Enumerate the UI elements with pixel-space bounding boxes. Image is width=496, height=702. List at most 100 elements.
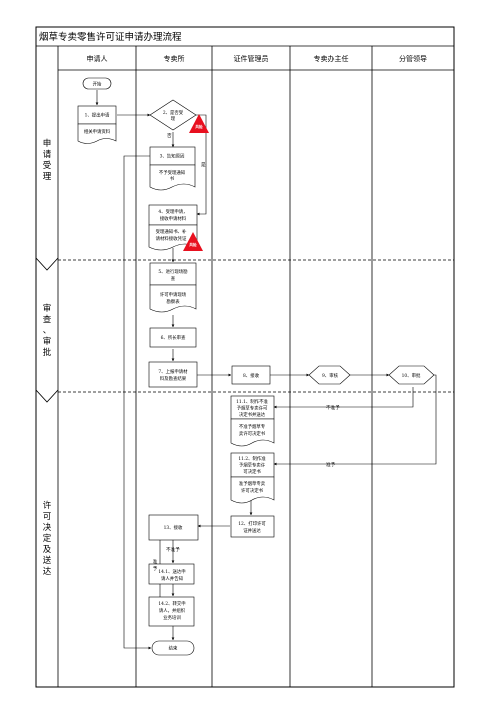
edge-n3-end <box>123 155 152 650</box>
phase-char: 达 <box>43 566 52 577</box>
d3-label-2: 书 <box>170 175 175 182</box>
phase-char: 送 <box>43 555 52 566</box>
edge-label-yes: 是 <box>201 162 206 168</box>
column-header-applicant: 申请人 <box>87 54 108 63</box>
n14b-label-2: 请人，并组织 <box>159 607 186 614</box>
edge-n10-n11a <box>273 387 414 409</box>
n11b-label-2: 予烟草专卖许 <box>239 462 266 469</box>
phase-char: 、 <box>43 326 52 336</box>
risk-flag-icon <box>183 232 203 251</box>
n7-label-2: 料及勘查结果 <box>160 375 187 382</box>
n14b-label-1: 14.2、转交申 <box>158 600 185 607</box>
nodes <box>77 77 435 656</box>
column-headers: 申请人 专卖所 证件管理员 专卖办主任 分管领导 <box>87 54 428 63</box>
n1-label: 1、提出申请 <box>85 112 110 119</box>
edge-label-not-granted: 不准予 <box>166 546 180 553</box>
node-director-review <box>149 327 197 348</box>
d4-label-2: 请材料接收凭证 <box>156 235 187 242</box>
n4-label-2: 接收申请材料 <box>160 215 187 222</box>
page-title: 烟草专卖零售许可证申请办理流程 <box>39 31 182 43</box>
node-receive-license <box>148 514 199 541</box>
start-terminator <box>82 77 112 90</box>
d3-label-1: 不予受理通知 <box>159 169 185 176</box>
column-header-leader: 分管领导 <box>399 54 427 63</box>
n5-label-1: 5、进行现场勘 <box>158 268 188 275</box>
d11a-label-1: 不准予烟草专 <box>239 423 266 430</box>
n12-label-1: 12、打印许可 <box>238 520 266 527</box>
edge-label-approved: 准予 <box>326 461 336 468</box>
phase-application: 申 请 受 理 <box>43 138 52 182</box>
edge-n2-n4-yes <box>196 114 207 216</box>
phase-char: 定 <box>43 533 52 544</box>
doc-refusal-decision <box>230 418 275 447</box>
n11a-label-1: 11.1、制作不准 <box>236 398 268 405</box>
n14b-label-3: 业务培训 <box>163 614 181 621</box>
risk-flag-label: 风险 <box>189 242 197 247</box>
phase-char: 请 <box>43 149 52 160</box>
d5-label-2: 勘察表 <box>166 298 180 305</box>
phase-review: 审 查 、 审 批 <box>43 303 52 358</box>
phase-labels: 申 请 受 理 审 查 、 审 批 许 可 决 定 及 送 达 <box>43 138 52 577</box>
n11a-label-3: 决定书并送达 <box>239 411 266 418</box>
end-label: 结束 <box>169 645 178 652</box>
phase-char: 可 <box>43 512 52 522</box>
n2-label-1: 2、是否受 <box>163 109 184 116</box>
node-transfer-training <box>148 596 195 627</box>
n6-label: 6、所长审查 <box>161 334 186 341</box>
phase-decision: 许 可 决 定 及 送 达 <box>43 500 52 577</box>
doc-inspection-form <box>149 284 197 313</box>
phase-char: 受 <box>43 160 52 171</box>
n12-label-2: 证并送达 <box>243 527 261 534</box>
doc-application-materials <box>77 123 117 144</box>
phase-char: 许 <box>43 500 52 511</box>
n11b-label-3: 可决定书 <box>243 468 261 475</box>
phase-char: 审 <box>43 303 52 314</box>
node-submit-results <box>148 361 198 388</box>
n13-label: 13、接收 <box>164 524 183 531</box>
d11b-label-1: 准予烟草专卖 <box>239 480 266 487</box>
edge-label-not-approved: 不准予 <box>326 404 340 411</box>
start-label: 开始 <box>93 81 102 88</box>
edge-label-granted-2: 予 <box>153 565 158 572</box>
n14a-label-1: 14.1、送达申 <box>158 568 185 575</box>
column-header-license-admin: 证件管理员 <box>234 54 269 63</box>
phase-char: 审 <box>43 336 52 347</box>
n2-label-2: 理 <box>171 116 176 122</box>
risk-flag-label: 风险 <box>195 124 203 129</box>
n3-label: 3、告知原因 <box>160 153 185 160</box>
node-approve <box>388 365 435 385</box>
n7-label-1: 7、上报申请材 <box>158 368 188 375</box>
node-make-approval-decision <box>230 452 275 478</box>
n11b-label-1: 11.2、制作准 <box>238 455 266 462</box>
n9-label: 9、审核 <box>322 372 339 379</box>
n4-label-1: 4、受理申请， <box>158 208 187 215</box>
node-accept-materials <box>148 204 198 226</box>
node-print-license <box>230 515 275 538</box>
node-labels: 开始 1、提出申请 相关申请资料 2、是否受 理 3、告知原因 不予受理通知 书… <box>84 81 421 652</box>
phase-char: 查 <box>43 314 52 325</box>
n11a-label-2: 予烟草专卖许可 <box>237 405 268 412</box>
decision-accept <box>149 99 197 131</box>
n14a-label-2: 请人并告知 <box>161 575 183 582</box>
d5-label-1: 许可申请现场 <box>160 291 187 298</box>
d11a-label-2: 卖许可决定书 <box>239 430 266 437</box>
n10-label: 10、审批 <box>402 372 421 379</box>
phase-char: 申 <box>43 138 52 149</box>
end-terminator <box>151 640 195 656</box>
doc-rejection-notice <box>149 164 196 191</box>
phase-char: 决 <box>43 522 52 533</box>
doc-approval-decision <box>230 476 275 504</box>
phase-char: 理 <box>43 172 52 182</box>
edge-label-granted-1: 准 <box>153 558 158 565</box>
d1-label: 相关申请资料 <box>84 128 111 135</box>
n5-label-2: 查 <box>171 275 176 282</box>
d4-label-1: 受理通知书、补 <box>156 228 187 235</box>
d11b-label-2: 许可决定书 <box>241 487 264 494</box>
node-receive <box>231 365 271 385</box>
phase-char: 批 <box>43 347 52 358</box>
column-header-office-director: 专卖办主任 <box>314 54 349 63</box>
risk-flags: 风险 风险 <box>183 114 209 251</box>
edge-label-no: 否 <box>167 133 172 139</box>
node-deliver-applicant <box>148 563 195 585</box>
